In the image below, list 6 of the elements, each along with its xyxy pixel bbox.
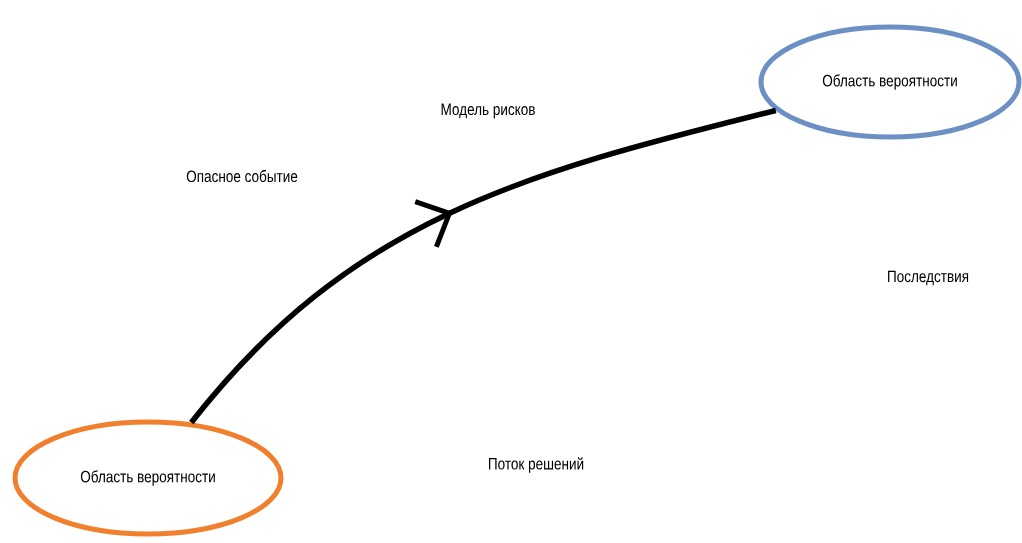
text-label: Модель рисков bbox=[441, 103, 535, 119]
text-label: Поток решений bbox=[489, 457, 584, 473]
text-label: Опасное событие bbox=[186, 169, 298, 183]
ellipse-node: Область вероятности bbox=[758, 24, 1022, 140]
ellipse-node: Область вероятности bbox=[12, 419, 284, 537]
text-label: Последствия bbox=[888, 270, 969, 286]
